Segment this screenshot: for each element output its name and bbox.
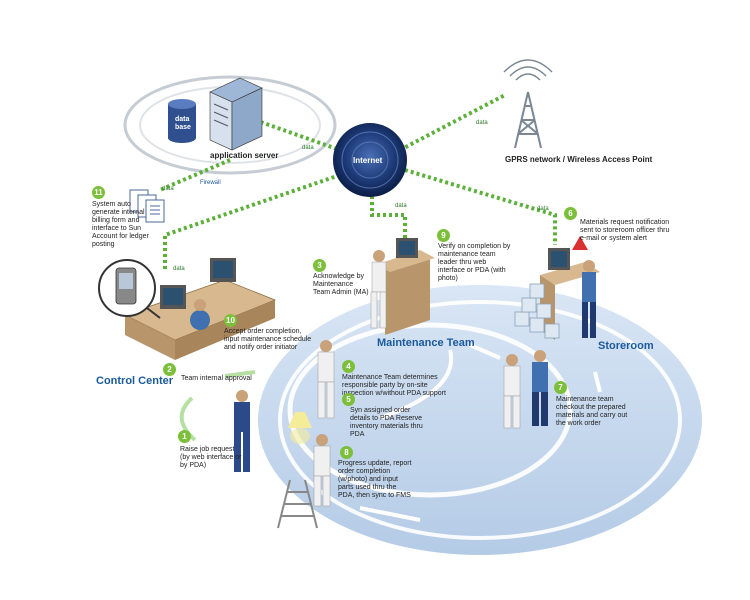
data-tag: data <box>537 206 549 212</box>
gprs-label: GPRS network / Wireless Access Point <box>505 155 653 164</box>
data-tag: data <box>173 266 185 272</box>
step-number: 6 <box>564 207 577 220</box>
step-text: System auto generate internal billing fo… <box>92 201 149 248</box>
link-server-internet <box>254 118 341 152</box>
step-text: Progress update, report order completion… <box>338 460 412 499</box>
step-text: Accept order completion, input maintenan… <box>224 328 312 351</box>
link-internet-control <box>163 173 341 270</box>
step-text: Syn assigned order details to PDA Reserv… <box>350 407 423 438</box>
database-label-2: base <box>175 124 191 131</box>
billing-documents-icon <box>129 189 165 223</box>
internet-globe <box>333 123 407 197</box>
step-number: 10 <box>224 314 237 327</box>
storeroom-workers <box>503 350 548 429</box>
step-number: 11 <box>92 186 105 199</box>
maintenance-worker-1 <box>317 340 335 419</box>
storeroom-area <box>514 236 600 340</box>
step-number: 9 <box>437 229 450 242</box>
workflow-disk <box>258 285 702 555</box>
flow-arrows <box>359 343 602 522</box>
database-icon <box>168 99 196 143</box>
step-text: Verify on completion by maintenance team… <box>438 243 511 282</box>
link-internet-gprs <box>399 93 506 152</box>
step-text: Maintenance Team determines responsible … <box>342 374 446 397</box>
step-number: 8 <box>340 446 353 459</box>
maintenance-worker-ladder <box>313 434 331 507</box>
link-internet-maintenance <box>370 190 407 238</box>
control-center-label: Control Center <box>96 375 173 387</box>
ladder-icon <box>277 479 318 529</box>
security-guard <box>234 390 250 472</box>
data-tag: data <box>302 145 314 151</box>
step-text: Materials request notification sent to s… <box>580 219 670 242</box>
step-text: Raise job request (by web interface or b… <box>180 446 242 469</box>
step-text: Acknowledge by Maintenance Team Admin (M… <box>313 273 369 296</box>
step-number: 7 <box>554 381 567 394</box>
data-tag: data <box>162 186 174 192</box>
approval-arrows <box>179 370 256 442</box>
firewall-ring <box>123 75 337 175</box>
step-number: 1 <box>178 430 191 443</box>
app-server-label: application server <box>210 151 279 160</box>
maintenance-team-label: Maintenance Team <box>377 337 475 349</box>
storeroom-label: Storeroom <box>598 340 654 352</box>
pda-magnifier <box>98 259 161 319</box>
link-server-billing <box>159 158 231 192</box>
antenna-tower-icon <box>503 59 553 149</box>
internet-label: Internet <box>353 156 383 165</box>
network-links <box>159 93 557 270</box>
lamp-icon <box>288 412 312 444</box>
step-number: 3 <box>313 259 326 272</box>
step-text: Maintenance team checkout the prepared m… <box>556 396 628 427</box>
step-number: 2 <box>163 363 176 376</box>
step-number: 5 <box>342 393 355 406</box>
step-number: 4 <box>342 360 355 373</box>
database-label-1: data <box>175 116 190 123</box>
data-tag: data <box>395 203 407 209</box>
server-icon <box>209 77 263 151</box>
maintenance-admin-booth <box>370 238 435 335</box>
step-text: Team internal approval <box>181 375 252 382</box>
link-internet-storeroom <box>404 168 557 245</box>
data-tag: data <box>476 120 488 126</box>
firewall-label: Firewall <box>200 180 221 186</box>
control-center-desk <box>123 258 277 360</box>
